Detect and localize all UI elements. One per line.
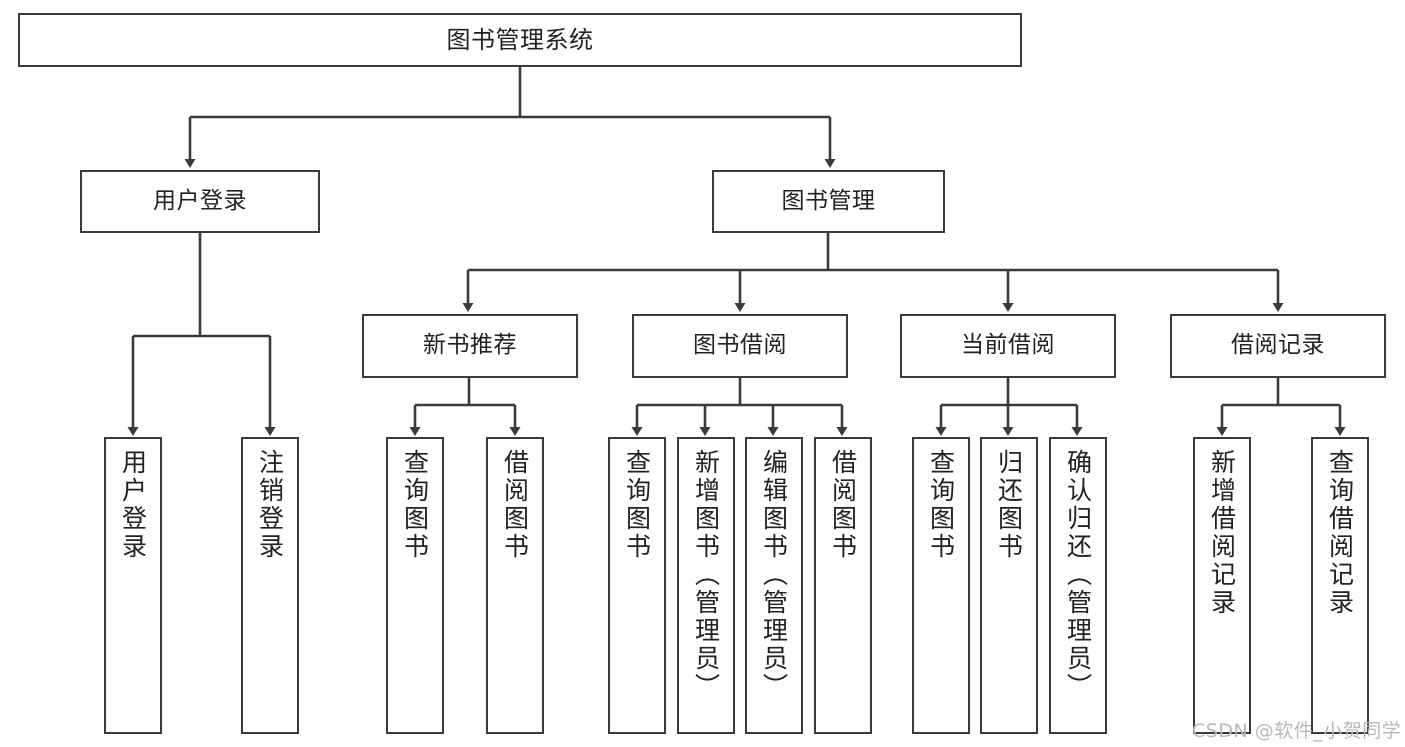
- node-label: 图书管理系统: [446, 25, 594, 54]
- leaf-add-borrow-record[interactable]: 新增借阅记录: [1193, 437, 1251, 734]
- node-book-management[interactable]: 图书管理: [712, 170, 945, 233]
- node-label: 新增图书（管理员）: [691, 449, 721, 701]
- leaf-add-book-admin[interactable]: 新增图书（管理员）: [677, 437, 735, 734]
- leaf-edit-book-admin[interactable]: 编辑图书（管理员）: [745, 437, 803, 734]
- node-label: 用户登录: [118, 449, 148, 561]
- node-root-system[interactable]: 图书管理系统: [18, 13, 1022, 67]
- node-label: 新增借阅记录: [1207, 449, 1237, 617]
- leaf-search-book-current[interactable]: 查询图书: [912, 437, 970, 734]
- node-label: 图书借阅: [693, 332, 787, 359]
- leaf-user-login[interactable]: 用户登录: [104, 437, 162, 734]
- leaf-logout[interactable]: 注销登录: [241, 437, 299, 734]
- node-label: 图书管理: [781, 187, 876, 214]
- leaf-search-book-borrow[interactable]: 查询图书: [608, 437, 666, 734]
- node-label: 借阅记录: [1231, 332, 1325, 359]
- node-label: 编辑图书（管理员）: [759, 449, 789, 701]
- node-new-book-recommend[interactable]: 新书推荐: [362, 314, 578, 378]
- node-user-login[interactable]: 用户登录: [80, 170, 320, 233]
- node-label: 注销登录: [255, 449, 285, 561]
- node-current-borrow[interactable]: 当前借阅: [900, 314, 1116, 378]
- node-label: 归还图书: [994, 449, 1024, 561]
- node-label: 用户登录: [153, 187, 247, 214]
- node-label: 查询图书: [622, 449, 652, 561]
- node-label: 新书推荐: [423, 332, 517, 359]
- node-label: 借阅图书: [828, 449, 858, 561]
- leaf-borrow-book-new[interactable]: 借阅图书: [486, 437, 544, 734]
- node-label: 当前借阅: [961, 332, 1055, 359]
- leaf-confirm-return-admin[interactable]: 确认归还（管理员）: [1049, 437, 1107, 734]
- node-borrow-record[interactable]: 借阅记录: [1170, 314, 1386, 378]
- leaf-search-book-new[interactable]: 查询图书: [386, 437, 444, 734]
- leaf-return-book[interactable]: 归还图书: [980, 437, 1038, 734]
- node-book-borrow[interactable]: 图书借阅: [632, 314, 848, 378]
- node-label: 查询图书: [400, 449, 430, 561]
- node-label: 确认归还（管理员）: [1063, 449, 1093, 701]
- leaf-search-borrow-record[interactable]: 查询借阅记录: [1311, 437, 1369, 734]
- leaf-borrow-book[interactable]: 借阅图书: [814, 437, 872, 734]
- node-label: 查询图书: [926, 449, 956, 561]
- node-label: 借阅图书: [500, 449, 530, 561]
- node-label: 查询借阅记录: [1325, 449, 1355, 617]
